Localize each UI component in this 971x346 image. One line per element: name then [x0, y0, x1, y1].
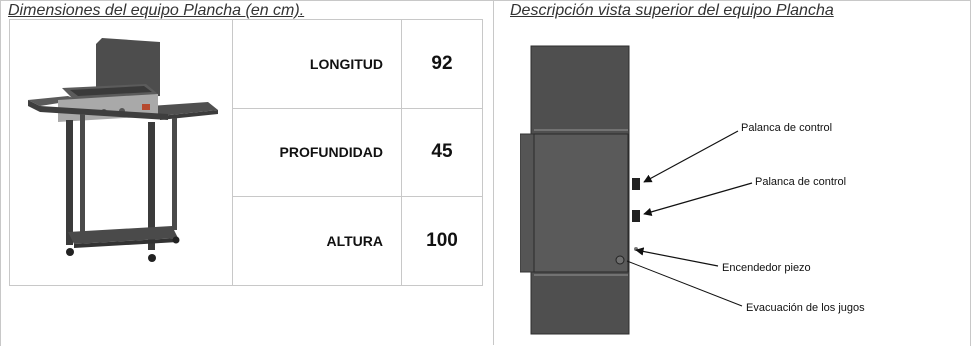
callout-juice-drain: Evacuación de los jugos [746, 302, 865, 314]
dimension-value: 45 [401, 107, 483, 198]
dimension-label: ALTURA [232, 196, 402, 286]
dimension-value: 100 [401, 196, 483, 286]
table-row: LONGITUD 92 [9, 19, 483, 286]
column-divider [493, 0, 494, 345]
top-view-heading: Descripción vista superior del equipo Pl… [510, 2, 834, 19]
dimensions-heading: Dimensiones del equipo Plancha (en cm). [8, 2, 305, 19]
dimensions-table: LONGITUD 92 PROFUNDIDAD 45 ALTURA 100 [9, 19, 483, 286]
callout-control-lever-1: Palanca de control [741, 122, 833, 134]
plancha-cart-illustration [28, 38, 218, 262]
dimension-label: PROFUNDIDAD [232, 107, 402, 198]
table-row: PROFUNDIDAD 45 [10, 107, 483, 198]
table-row: ALTURA 100 [10, 196, 483, 286]
callout-piezo-igniter: Encendedor piezo [722, 262, 811, 274]
callout-control-lever-2: Palanca de control [755, 176, 847, 188]
dimension-value: 92 [401, 19, 483, 109]
plancha-top-view [520, 45, 640, 335]
